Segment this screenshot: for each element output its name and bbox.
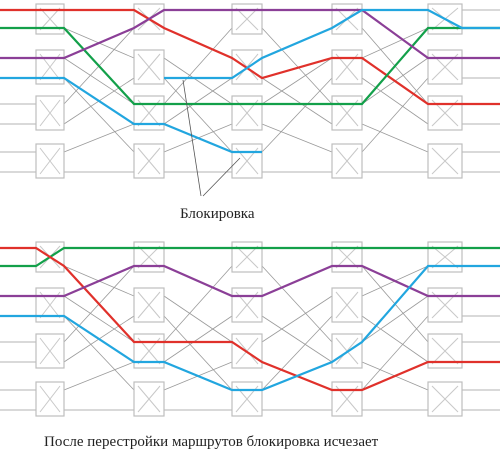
bottom-network bbox=[0, 241, 500, 417]
bottom-route-blue bbox=[0, 264, 500, 392]
bottom-route-purple bbox=[0, 264, 500, 298]
blocking-pointers bbox=[182, 79, 241, 197]
blocking-label: Блокировка bbox=[180, 206, 255, 222]
top-route-blue bbox=[0, 76, 262, 154]
bottom-route-red bbox=[0, 246, 500, 392]
top-route-purple bbox=[0, 8, 500, 60]
top-route-blue-2 bbox=[164, 8, 500, 80]
top-route-green bbox=[0, 26, 500, 106]
top-route-red bbox=[0, 8, 500, 106]
top-network bbox=[0, 3, 500, 197]
bottom-routes bbox=[0, 246, 500, 392]
bottom-caption: После перестройки маршрутов блокировка и… bbox=[44, 434, 379, 450]
top-routes bbox=[0, 8, 500, 154]
